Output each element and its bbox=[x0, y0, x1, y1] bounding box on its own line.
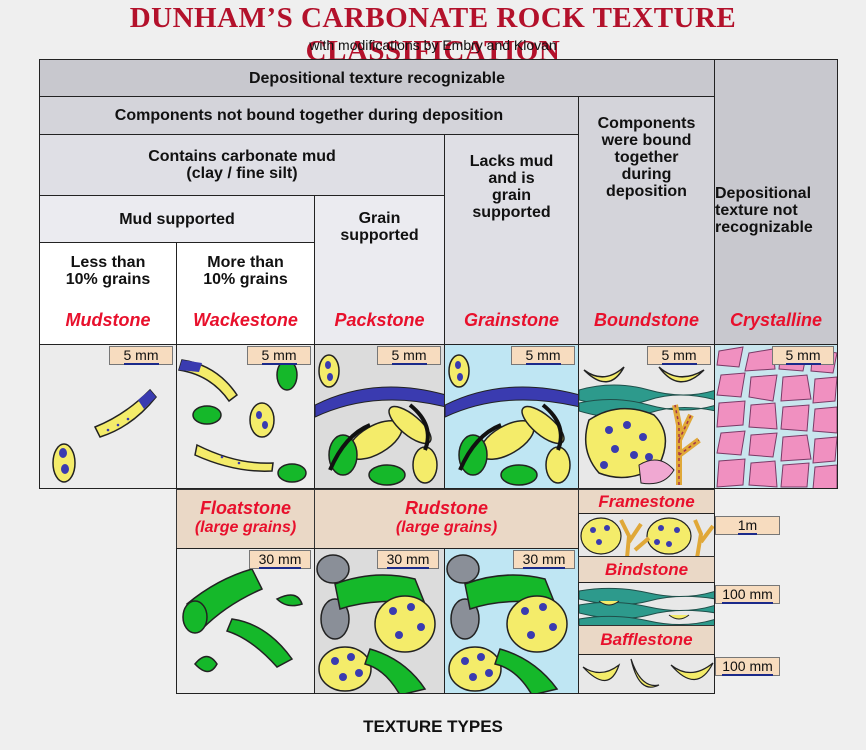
header-line: and is bbox=[488, 170, 535, 187]
header-line: Depositional bbox=[715, 185, 812, 202]
scale-text: 1m bbox=[737, 517, 758, 535]
scale-text: 5 mm bbox=[661, 347, 697, 365]
bafflestone-label: Bafflestone bbox=[600, 630, 693, 649]
header-bound: Components were bound together during de… bbox=[578, 96, 715, 345]
framestone-header: Framestone bbox=[578, 489, 715, 514]
header-line: supported bbox=[472, 204, 551, 221]
header-line: recognizable bbox=[715, 219, 813, 236]
scale-bar: 30 mm bbox=[249, 550, 311, 569]
mudstone-sample bbox=[39, 344, 177, 489]
framestone-label: Framestone bbox=[598, 492, 695, 511]
rudstone-label: Rudstone bbox=[405, 498, 488, 518]
page-title: DUNHAM’S CARBONATE ROCK TEXTURE CLASSIFI… bbox=[129, 2, 737, 67]
rudstone-grain-sample bbox=[444, 548, 579, 694]
header-line: together bbox=[614, 149, 679, 166]
scale-text: 100 mm bbox=[722, 658, 773, 676]
header-line: were bound bbox=[601, 132, 692, 149]
header-not-recognizable: Depositional texture not recognizable bbox=[714, 59, 838, 345]
scale-text: 30 mm bbox=[386, 551, 430, 569]
scale-text: 5 mm bbox=[525, 347, 561, 365]
rock-name-mudstone: Mudstone bbox=[65, 310, 151, 330]
floatstone-sublabel: (large grains) bbox=[194, 519, 297, 536]
scale-bar: 30 mm bbox=[513, 550, 575, 569]
bindstone-header: Bindstone bbox=[578, 556, 715, 583]
scale-bar: 5 mm bbox=[772, 346, 834, 365]
header-mud-supported: Mud supported bbox=[39, 195, 315, 243]
header-line: grain bbox=[491, 187, 532, 204]
header-line: during bbox=[621, 166, 672, 183]
scale-bar: 100 mm bbox=[715, 585, 780, 604]
header-contains-mud: Contains carbonate mud (clay / fine silt… bbox=[39, 134, 445, 196]
framestone-sample bbox=[578, 513, 715, 557]
scale-text: 100 mm bbox=[722, 586, 773, 604]
header-line: deposition bbox=[606, 183, 687, 200]
header-line: Components bbox=[597, 115, 696, 132]
scale-text: 5 mm bbox=[391, 347, 427, 365]
page-subtitle: with modifications by Embry and Klovan bbox=[309, 37, 557, 53]
footer-texture-types: TEXTURE TYPES bbox=[363, 717, 503, 736]
scale-text: 30 mm bbox=[522, 551, 566, 569]
header-line: supported bbox=[340, 227, 419, 244]
scale-bar: 30 mm bbox=[377, 550, 439, 569]
label-line: 10% grains bbox=[65, 271, 151, 288]
label-line: Less than bbox=[70, 254, 146, 271]
header-grain-supported: Grain supported bbox=[314, 195, 445, 345]
rock-name-boundstone: Boundstone bbox=[594, 310, 699, 330]
rock-name-wackestone: Wackestone bbox=[193, 310, 298, 330]
bindstone-sample bbox=[578, 582, 715, 626]
crystalline-sample bbox=[714, 344, 838, 489]
bafflestone-sample bbox=[578, 654, 715, 694]
cell-more-than bbox=[176, 242, 315, 345]
wackestone-sample bbox=[176, 344, 315, 489]
header-not-bound: Components not bound together during dep… bbox=[39, 96, 579, 135]
scale-bar: 100 mm bbox=[715, 657, 780, 676]
rudstone-header: Rudstone (large grains) bbox=[314, 489, 579, 549]
boundstone-sample bbox=[578, 344, 715, 489]
grainstone-sample bbox=[444, 344, 579, 489]
label-line: 10% grains bbox=[203, 271, 288, 288]
rudstone-sublabel: (large grains) bbox=[395, 519, 498, 536]
scale-bar: 5 mm bbox=[247, 346, 311, 365]
cell-less-than bbox=[39, 242, 177, 345]
scale-text: 5 mm bbox=[785, 347, 821, 365]
header-depositional-recognizable: Depositional texture recognizable bbox=[39, 59, 715, 97]
rock-name-crystalline: Crystalline bbox=[729, 310, 823, 330]
scale-bar: 5 mm bbox=[109, 346, 173, 365]
scale-bar: 5 mm bbox=[377, 346, 441, 365]
header-line: texture not bbox=[715, 202, 798, 219]
less-than-label: Less than 10% grains bbox=[39, 254, 177, 288]
rudstone-mud-sample bbox=[314, 548, 445, 694]
more-than-label: More than 10% grains bbox=[176, 254, 315, 288]
scale-text: 5 mm bbox=[261, 347, 297, 365]
label-line: More than bbox=[207, 254, 284, 271]
header-line: Contains carbonate mud bbox=[148, 148, 336, 165]
bindstone-label: Bindstone bbox=[604, 560, 689, 579]
scale-bar: 5 mm bbox=[647, 346, 711, 365]
packstone-sample bbox=[314, 344, 445, 489]
header-line: Grain bbox=[358, 210, 401, 227]
rock-name-packstone: Packstone bbox=[334, 310, 425, 330]
header-line: Lacks mud bbox=[469, 153, 554, 170]
floatstone-header: Floatstone (large grains) bbox=[176, 489, 315, 549]
header-line: (clay / fine silt) bbox=[186, 165, 298, 182]
rock-name-grainstone: Grainstone bbox=[463, 310, 560, 330]
scale-text: 30 mm bbox=[258, 551, 302, 569]
floatstone-label: Floatstone bbox=[199, 498, 291, 518]
scale-bar: 5 mm bbox=[511, 346, 575, 365]
floatstone-sample bbox=[176, 548, 315, 694]
scale-bar: 1m bbox=[715, 516, 780, 535]
scale-text: 5 mm bbox=[123, 347, 159, 365]
bafflestone-header: Bafflestone bbox=[578, 625, 715, 655]
